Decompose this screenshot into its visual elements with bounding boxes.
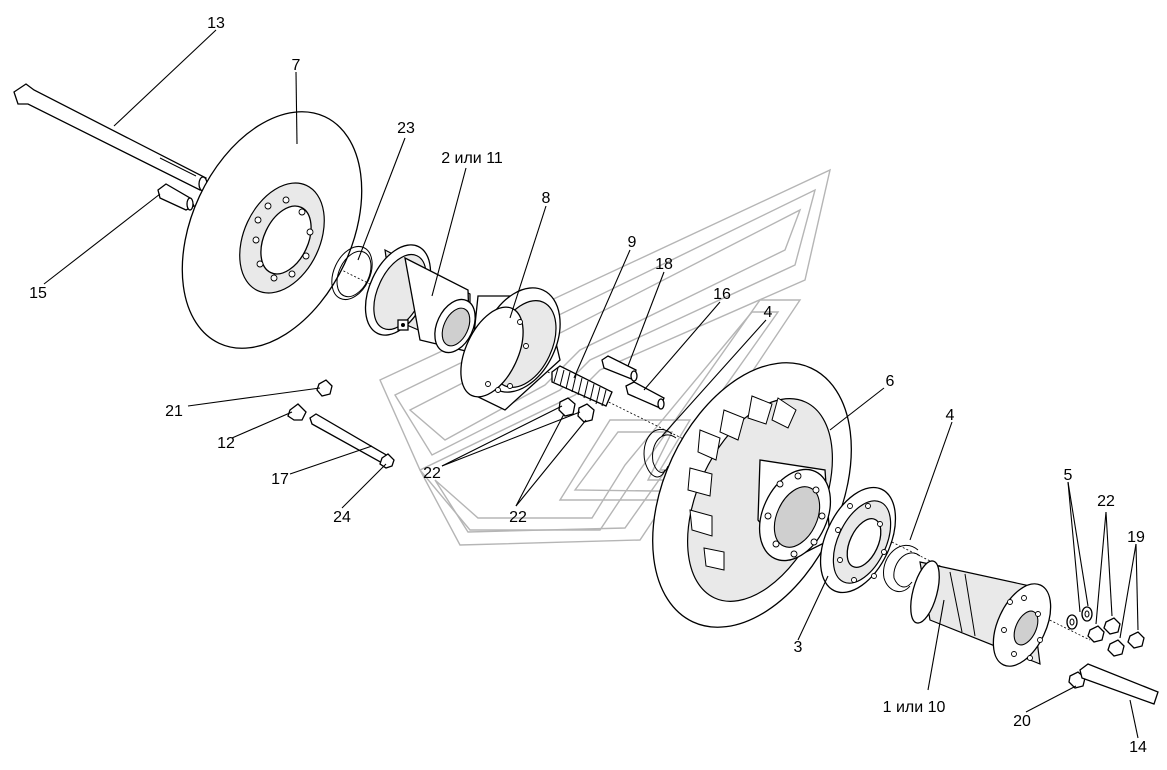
label-8: 8: [542, 190, 551, 207]
nut-22-pair: [558, 397, 595, 423]
label-19: 19: [1127, 529, 1145, 546]
label-23: 23: [397, 120, 415, 137]
label-13: 13: [207, 15, 225, 32]
leader-lines: [43, 29, 1139, 739]
short-bolt-15: [157, 183, 195, 211]
label-16: 16: [713, 286, 731, 303]
retaining-ring-4-upper: [643, 428, 677, 478]
nut-22-right-pair: [1087, 617, 1121, 643]
watermark-logo: [379, 168, 831, 546]
pin-16: [625, 381, 665, 410]
drum-ring-8: [460, 287, 561, 411]
label-18: 18: [655, 256, 673, 273]
nut-24: [379, 453, 395, 469]
label-22b: 22: [509, 509, 527, 526]
spring-9: [551, 365, 613, 407]
label-4b: 4: [946, 407, 955, 424]
label-2-or-11: 2 или 11: [441, 150, 503, 167]
flange-ring-3: [819, 486, 897, 594]
pin-14: [1079, 663, 1159, 705]
label-6: 6: [886, 373, 895, 390]
label-20: 20: [1013, 713, 1031, 730]
nut-12: [287, 403, 307, 421]
pin-18: [601, 355, 638, 382]
snap-ring-23: [331, 246, 373, 300]
rod-17: [309, 413, 389, 465]
label-5: 5: [1064, 467, 1073, 484]
label-24: 24: [333, 509, 351, 526]
assembly-axis: [199, 199, 1091, 641]
shaft-sleeve-1-or-10: [910, 560, 1052, 667]
nut-19-pair: [1107, 631, 1145, 657]
label-22a: 22: [423, 465, 441, 482]
label-22c: 22: [1097, 493, 1115, 510]
label-1-or-10: 1 или 10: [883, 699, 946, 716]
brake-disc-7: [181, 111, 363, 349]
hub-flange-2-or-11: [364, 244, 476, 354]
label-17: 17: [271, 471, 289, 488]
retaining-ring-4-lower: [883, 544, 921, 593]
washers-5: [1066, 606, 1093, 630]
label-14: 14: [1129, 739, 1147, 756]
label-3: 3: [794, 639, 803, 656]
label-7: 7: [292, 57, 301, 74]
label-21: 21: [165, 403, 183, 420]
nut-21: [316, 379, 333, 397]
long-bolt-13: [13, 83, 208, 192]
label-4a: 4: [764, 304, 773, 321]
label-15: 15: [29, 285, 47, 302]
label-9: 9: [628, 234, 637, 251]
label-12: 12: [217, 435, 235, 452]
vented-rotor-6: [652, 362, 852, 628]
